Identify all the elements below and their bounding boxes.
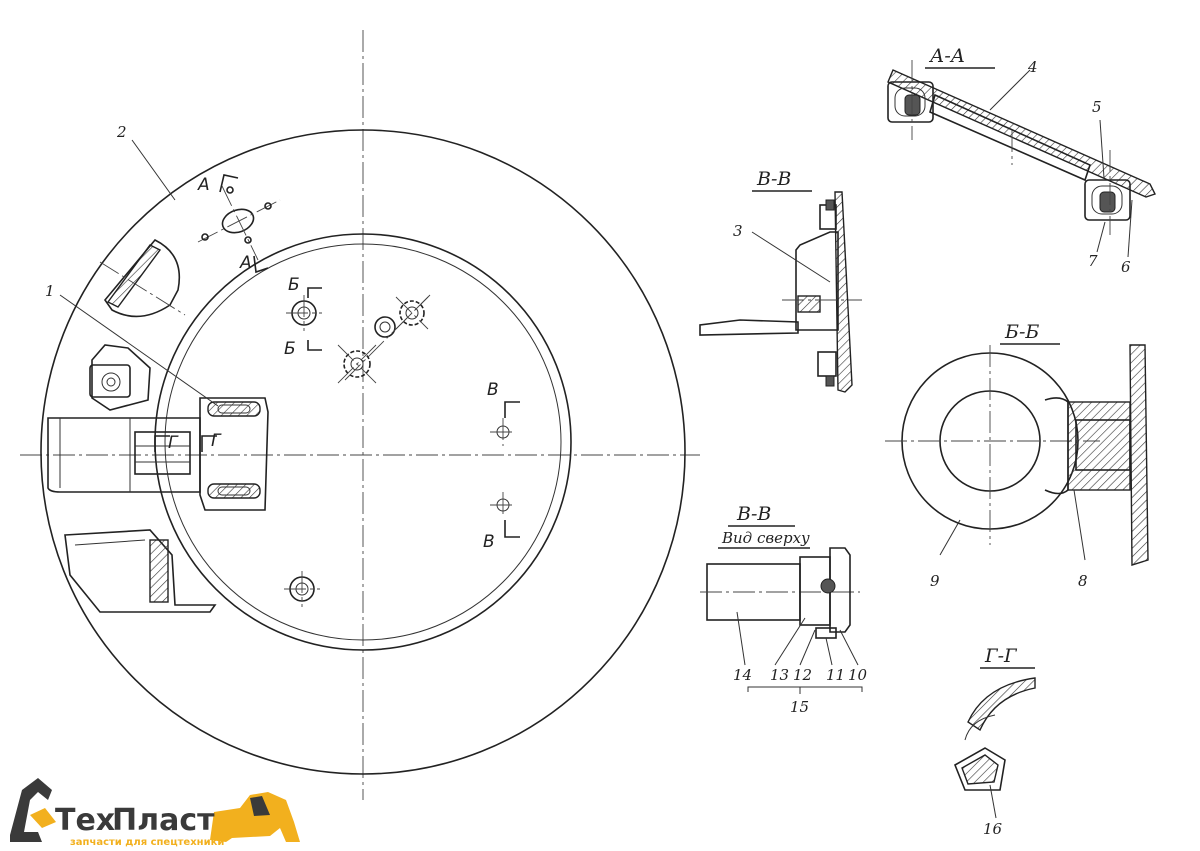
svg-text:10: 10 [848, 666, 868, 684]
svg-text:А: А [197, 175, 210, 195]
bolt-holes [284, 294, 516, 607]
clamp-assembly [47, 397, 269, 511]
cut-mark-g: Г Г [154, 431, 222, 453]
svg-text:Б: Б [284, 339, 296, 359]
svg-text:В-В: В-В [756, 168, 791, 190]
svg-text:7: 7 [1088, 252, 1098, 270]
svg-text:1: 1 [45, 282, 55, 300]
svg-text:Г: Г [211, 431, 222, 451]
techplast-logo: Тех Пласт запчасти для спецтехники [10, 778, 300, 848]
blade-guard [64, 529, 217, 613]
svg-text:Вид сверху: Вид сверху [721, 529, 810, 547]
section-vv-top: В-В Вид сверху 14 13 12 11 10 15 [700, 503, 868, 716]
disc-window-upper [103, 239, 181, 318]
svg-text:Г: Г [168, 433, 179, 453]
section-aa: А-А 4 5 7 6 [887, 45, 1156, 276]
svg-text:5: 5 [1092, 98, 1102, 116]
svg-text:Г-Г: Г-Г [984, 645, 1018, 667]
excavator-left-icon [10, 778, 52, 842]
svg-text:6: 6 [1121, 258, 1131, 276]
cut-mark-b: Б Б [284, 275, 322, 359]
svg-text:А-А: А-А [928, 45, 965, 67]
svg-text:15: 15 [790, 698, 809, 716]
svg-text:запчасти для спецтехники: запчасти для спецтехники [70, 837, 224, 848]
svg-text:Б: Б [288, 275, 300, 295]
loader-right-icon [210, 792, 300, 842]
svg-text:14: 14 [733, 666, 752, 684]
svg-text:8: 8 [1078, 572, 1088, 590]
svg-text:2: 2 [116, 123, 127, 141]
svg-text:16: 16 [983, 820, 1003, 838]
section-gg: Г-Г 16 [953, 645, 1036, 838]
svg-text:В: В [483, 532, 495, 552]
svg-text:Тех: Тех [55, 803, 115, 838]
main-disc-view: А А Б Б В В Г Г 1 2 [20, 30, 700, 800]
svg-text:4: 4 [1027, 58, 1038, 76]
hole-a [197, 185, 281, 261]
svg-text:Пласт: Пласт [112, 803, 215, 838]
svg-text:13: 13 [770, 666, 789, 684]
outer-disc-edge [40, 129, 686, 775]
svg-text:3: 3 [733, 222, 743, 240]
svg-text:11: 11 [826, 666, 845, 684]
svg-text:Б-Б: Б-Б [1004, 321, 1039, 343]
cut-mark-a: А А [197, 174, 269, 274]
section-bb: Б-Б 9 8 [885, 321, 1149, 590]
section-vv: В-В 3 [699, 168, 862, 393]
cut-mark-v: В В [483, 380, 520, 552]
svg-text:В-В: В-В [736, 503, 771, 525]
svg-text:В: В [487, 380, 499, 400]
svg-text:А: А [239, 253, 252, 273]
svg-text:9: 9 [930, 572, 940, 590]
svg-text:12: 12 [793, 666, 812, 684]
